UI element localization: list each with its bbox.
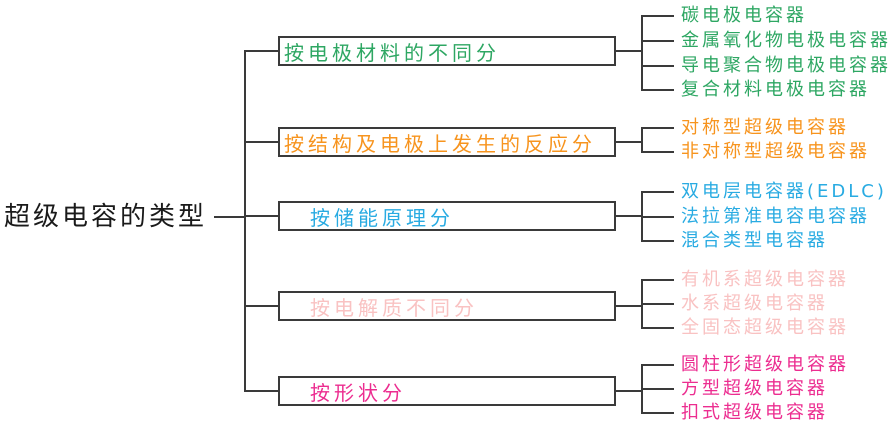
leaf-hybrid-capacitor: 混合类型电容器 [681,230,828,251]
leaf-symmetric-supercapacitor: 对称型超级电容器 [681,117,849,138]
leaf-pseudocapacitor: 法拉第准电容电容器 [681,206,870,227]
leaf-coin-supercapacitor: 扣式超级电容器 [681,402,828,423]
leaf-conductive-polymer-electrode: 导电聚合物电极电容器 [681,55,891,76]
leaf-composite-material-electrode: 复合材料电极电容器 [681,79,870,100]
leaf-aqueous-supercapacitor: 水系超级电容器 [681,293,828,314]
category-box-electrode-material: 按电极材料的不同分 [278,36,616,66]
leaf-solid-state-supercapacitor: 全固态超级电容器 [681,317,849,338]
root-node-label: 超级电容的类型 [4,202,208,232]
leaf-cylindrical-supercapacitor: 圆柱形超级电容器 [681,354,849,375]
leaf-asymmetric-supercapacitor: 非对称型超级电容器 [681,141,870,162]
leaf-prismatic-supercapacitor: 方型超级电容器 [681,378,828,399]
leaf-edlc: 双电层电容器(EDLC) [681,181,887,202]
category-box-electrolyte: 按电解质不同分 [278,291,616,321]
category-box-structure-reaction: 按结构及电极上发生的反应分 [278,127,616,157]
leaf-carbon-electrode: 碳电极电容器 [681,5,807,26]
leaf-metal-oxide-electrode: 金属氧化物电极电容器 [681,30,891,51]
category-box-storage-principle: 按储能原理分 [278,201,616,231]
category-box-shape: 按形状分 [278,376,616,406]
leaf-organic-supercapacitor: 有机系超级电容器 [681,269,849,290]
